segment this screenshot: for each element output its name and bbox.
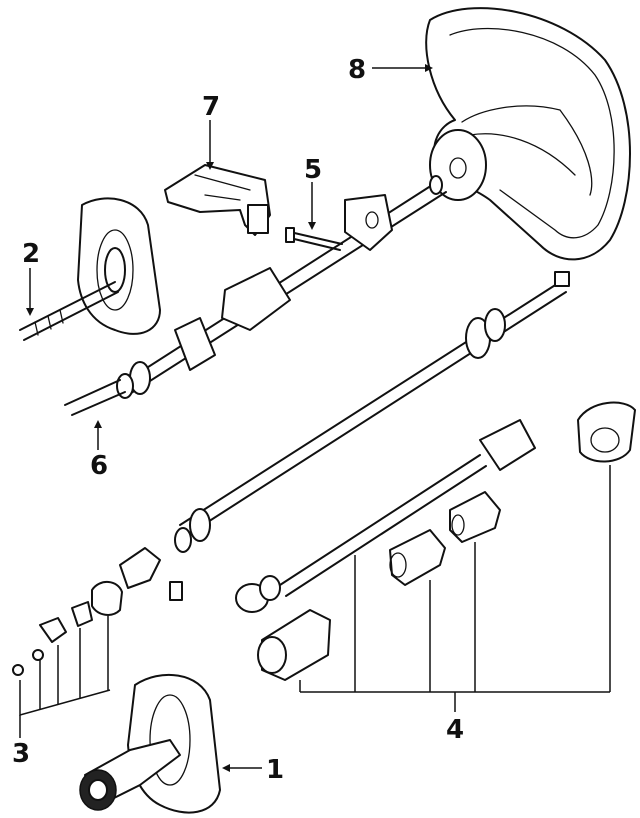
column-bracket [164,164,271,236]
lower-shaft-coupler [235,419,536,613]
callout-6: 6 [90,451,108,481]
callout-8: 8 [348,55,366,85]
intermediate-shaft [174,271,570,553]
leader-lines [19,64,611,772]
boot-dome [577,401,636,463]
steering-column-shaft [116,175,447,399]
callout-1: 1 [266,755,284,785]
bushing-large [257,609,331,681]
lower-boot-coupler [79,673,221,814]
hardware-kit [12,547,183,676]
lower-shaft-boot-left [19,197,161,341]
callout-3: 3 [12,739,30,769]
steering-wheel [425,7,631,261]
callout-5: 5 [304,155,322,185]
column-bolt [285,227,343,251]
callout-4: 4 [446,715,464,745]
callout-7: 7 [202,92,220,122]
bushing-medium [389,529,446,586]
bushing-small [449,491,501,543]
callout-labels: 8 7 5 2 6 1 3 4 [12,55,464,785]
column-jacket-end [64,379,126,416]
callout-2: 2 [22,239,40,269]
